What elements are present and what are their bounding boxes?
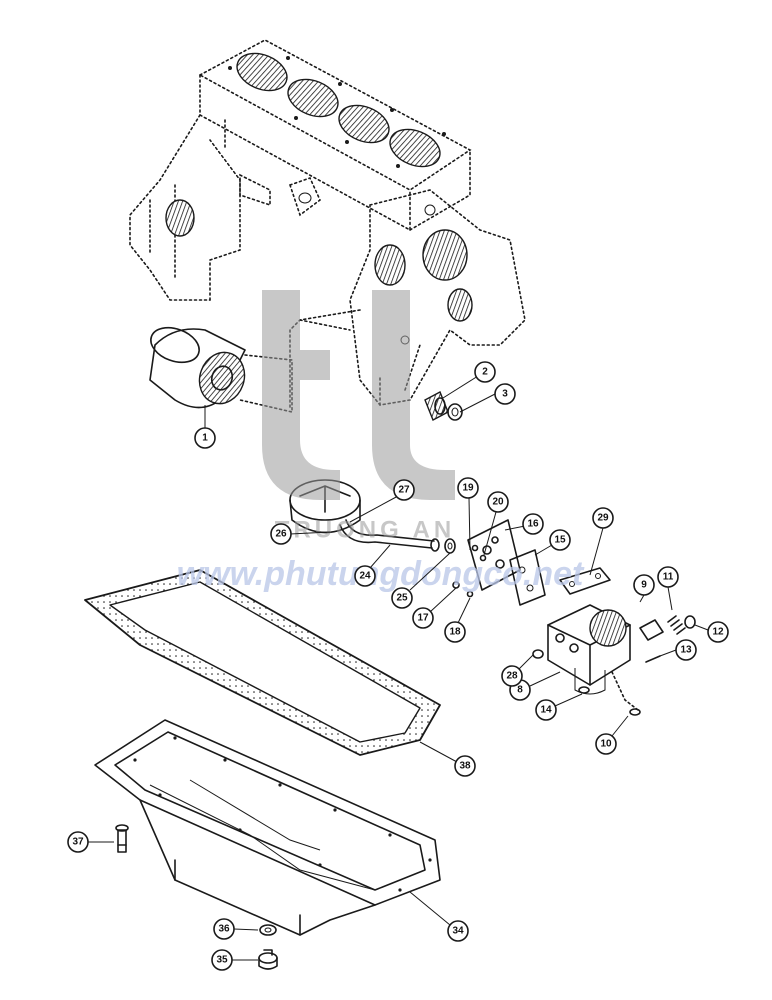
pump-drive-pin: [578, 686, 590, 694]
callout-36: 36: [213, 918, 235, 940]
sealing-ring: [447, 403, 463, 421]
callout-label: 28: [506, 671, 518, 682]
callout-label: 29: [597, 513, 609, 524]
leader-lines: [88, 375, 709, 961]
pump-o-ring: [532, 649, 544, 659]
callout-label: 19: [462, 483, 474, 494]
callout-28: 28: [501, 665, 523, 687]
oil-pan-gasket: [84, 569, 441, 756]
callout-1: 1: [194, 427, 216, 449]
callout-label: 17: [417, 613, 429, 624]
callout-label: 26: [275, 529, 287, 540]
relief-valve-spring: [667, 615, 686, 635]
pan-bolt: [115, 824, 129, 853]
callout-16: 16: [522, 513, 544, 535]
callout-20: 20: [487, 491, 509, 513]
watermark-url: www.phutungdongco.net: [177, 555, 585, 593]
callout-label: 16: [527, 519, 539, 530]
callout-11: 11: [657, 566, 679, 588]
callout-38: 38: [454, 755, 476, 777]
callout-37: 37: [67, 831, 89, 853]
callout-12: 12: [707, 621, 729, 643]
callout-label: 8: [517, 685, 523, 696]
callout-label: 20: [492, 497, 504, 508]
watermark-logo: [262, 290, 455, 500]
callout-label: 24: [359, 571, 371, 582]
callout-25: 25: [391, 587, 413, 609]
callout-18: 18: [444, 621, 466, 643]
callout-17: 17: [412, 607, 434, 629]
oil-pan: [94, 719, 441, 936]
filter-adapter-fitting: [424, 391, 449, 421]
cotter-pin: [645, 655, 661, 663]
callout-label: 9: [641, 580, 647, 591]
pump-mounting-shim: [559, 567, 611, 595]
callout-15: 15: [549, 529, 571, 551]
callout-label: 18: [449, 627, 461, 638]
callout-2: 2: [474, 361, 496, 383]
callout-label: 36: [218, 924, 230, 935]
callout-label: 11: [663, 572, 674, 583]
callout-label: 15: [554, 535, 566, 546]
callout-14: 14: [535, 699, 557, 721]
callout-label: 14: [540, 705, 552, 716]
watermark: TRUONG AN: [262, 290, 455, 544]
relief-valve-cap: [684, 615, 696, 629]
callout-10: 10: [595, 733, 617, 755]
callout-19: 19: [457, 477, 479, 499]
callout-label: 3: [502, 389, 508, 400]
callout-label: 37: [72, 837, 84, 848]
callout-label: 34: [452, 926, 464, 937]
callout-35: 35: [211, 949, 233, 971]
callout-26: 26: [270, 523, 292, 545]
drain-plug-washer: [259, 924, 277, 936]
callout-34: 34: [447, 920, 469, 942]
callout-27: 27: [393, 479, 415, 501]
callout-label: 2: [482, 367, 488, 378]
oil-pickup-tube: [339, 519, 440, 552]
callout-label: 38: [459, 761, 471, 772]
oil-pump-body: [547, 604, 639, 711]
callout-label: 10: [600, 739, 612, 750]
watermark-brand: TRUONG AN: [275, 517, 455, 544]
callout-29: 29: [592, 507, 614, 529]
pump-dowel: [629, 708, 641, 716]
callout-label: 12: [712, 627, 724, 638]
callout-3: 3: [494, 383, 516, 405]
callout-label: 35: [216, 955, 228, 966]
callout-13: 13: [675, 639, 697, 661]
relief-valve-plunger: [639, 619, 664, 641]
drain-plug: [258, 949, 278, 970]
callout-9: 9: [633, 574, 655, 596]
callout-label: 13: [680, 645, 692, 656]
callout-24: 24: [354, 565, 376, 587]
callout-label: 27: [398, 485, 410, 496]
callout-label: 1: [202, 433, 208, 444]
pump-gasket: [509, 549, 546, 606]
callout-label: 25: [396, 593, 408, 604]
